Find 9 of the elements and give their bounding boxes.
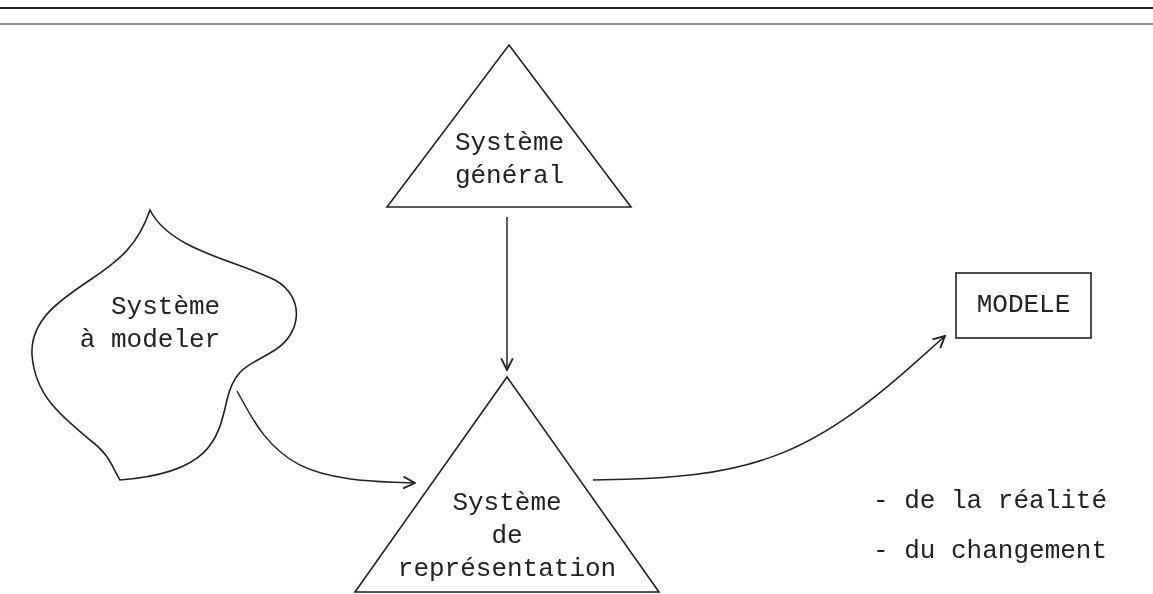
arrow [236,390,416,490]
arrow [592,335,946,481]
note-text: - du changement [873,535,1108,568]
node-label: Système à modeler [78,291,222,357]
note-text: - de la réalité [873,485,1108,518]
node-label: Système général [453,127,566,193]
node-label: MODELE [975,289,1072,322]
node-label: Système de représentation [396,487,618,586]
arrow [500,216,514,371]
